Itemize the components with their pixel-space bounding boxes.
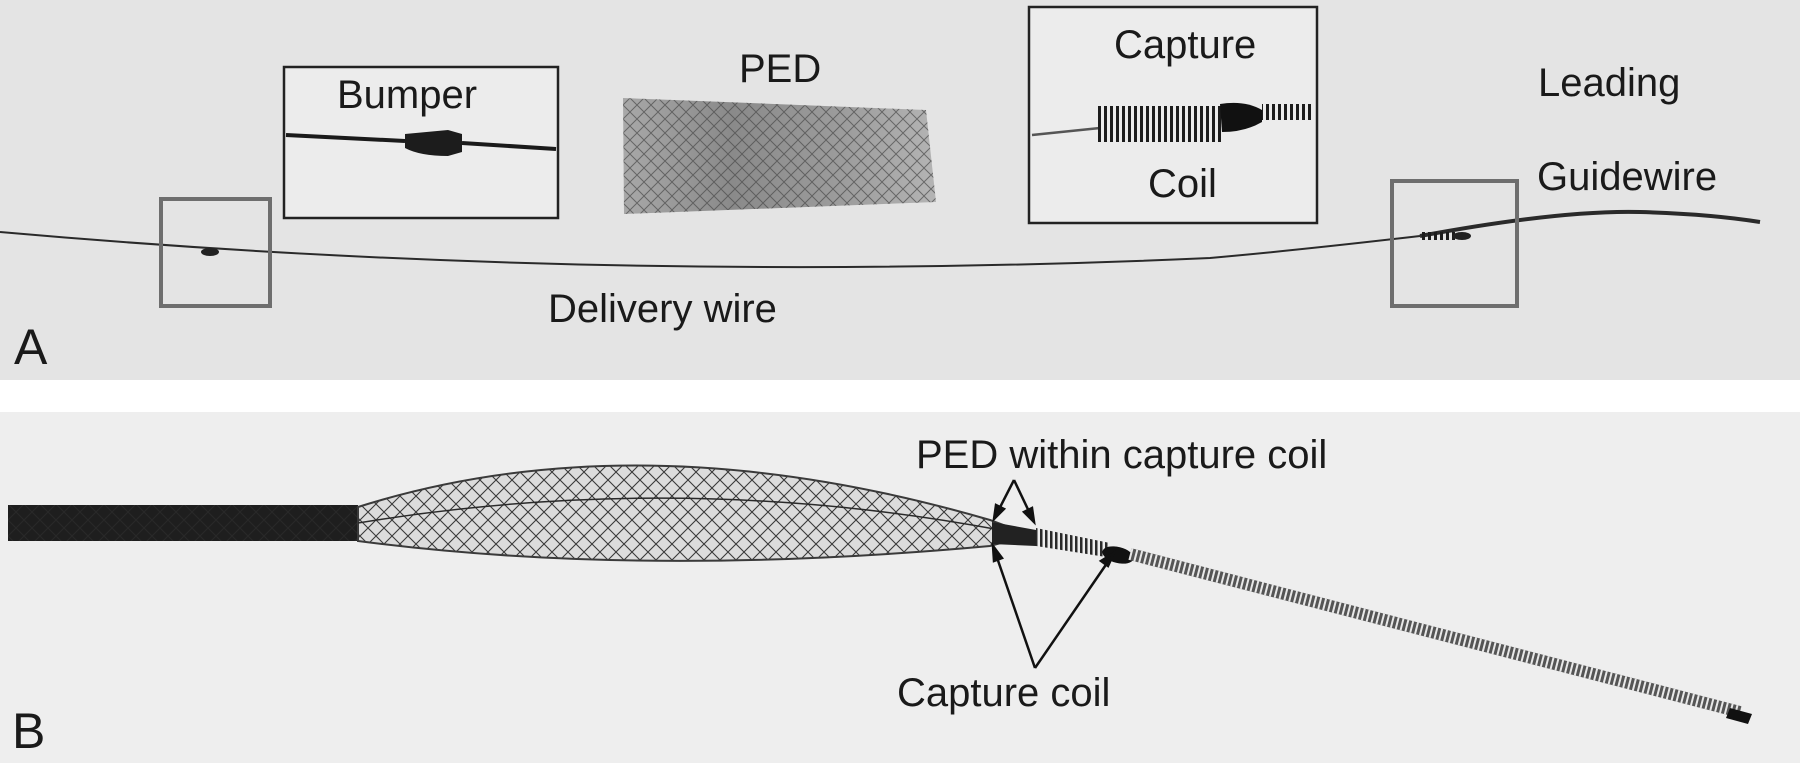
bumper-marker-box: [159, 197, 272, 308]
panel-b-letter: B: [12, 703, 45, 759]
bumper-shape: [405, 130, 462, 156]
ped-label: PED: [739, 47, 821, 91]
coil-marker-box: [1390, 179, 1519, 308]
leading-label-bottom: Guidewire: [1537, 155, 1717, 199]
delivery-label: Delivery wire: [548, 287, 777, 331]
leading-guidewire: [1419, 209, 1761, 238]
bumper-inset: Bumper: [282, 65, 560, 220]
ped-within-capture-coil-label: PED within capture coil: [916, 433, 1327, 477]
capture-coil-mark: [1420, 232, 1456, 240]
delivery-wire: [0, 231, 1421, 269]
panel-a: Bumper PED Capture Coil Leading Guidewir…: [0, 0, 1800, 380]
panel-b-background: [0, 412, 1800, 763]
ped-device: PED: [623, 47, 936, 214]
capture-coil-shape: [1098, 106, 1222, 142]
bumper-label: Bumper: [337, 73, 477, 117]
leading-label-top: Leading: [1538, 61, 1680, 105]
annotation-arrows: [991, 479, 1117, 669]
capture-coil-inset: Capture Coil: [1027, 5, 1319, 225]
panel-b: PED within capture coil Capture coil B: [0, 412, 1800, 763]
capture-label-top: Capture: [1114, 23, 1256, 67]
panel-b-capture-coil: [1036, 528, 1110, 557]
capture-coil-label: Capture coil: [897, 671, 1110, 715]
panel-a-letter: A: [14, 319, 48, 375]
bumper-mark: [201, 248, 219, 256]
capture-label-bottom: Coil: [1148, 162, 1217, 206]
